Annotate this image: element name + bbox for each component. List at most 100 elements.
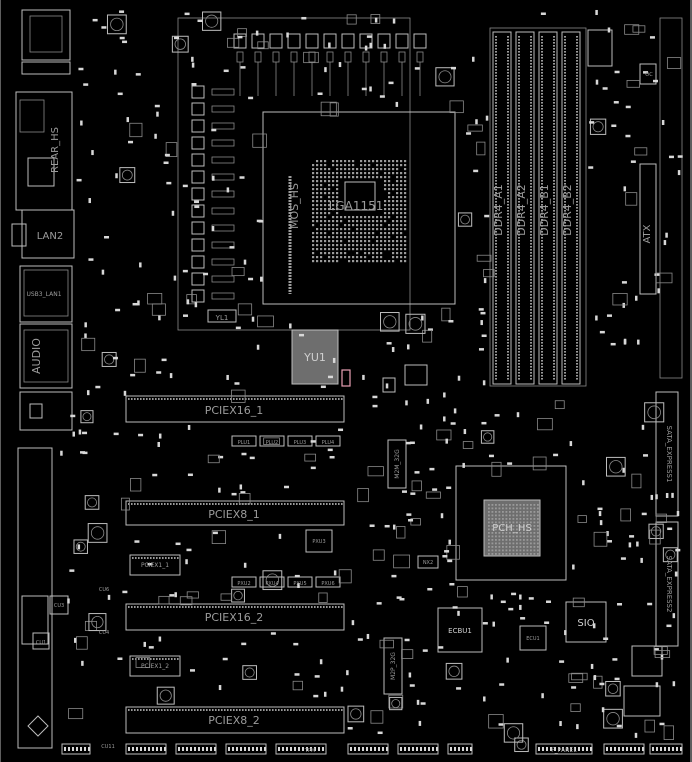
audio-jack — [19, 323, 73, 389]
usb-port — [19, 265, 73, 323]
pcie8-slot-1 — [125, 500, 345, 526]
cu3-chip — [49, 595, 69, 615]
label-nx2: NX2 — [423, 560, 433, 566]
dimm-pins — [495, 36, 578, 380]
label-crystal: YL1 — [215, 314, 229, 322]
label-cpu-socket: LGA1151 — [329, 199, 384, 213]
pcie8-slot-2 — [125, 706, 345, 734]
dimm-slot-a2 — [515, 31, 535, 385]
cpu-socket-outline — [262, 111, 456, 305]
switch-chip-row2 — [315, 576, 341, 588]
vrm-inductors-left — [191, 85, 235, 303]
label-oc: OC — [645, 72, 653, 78]
pcie1-slot-2 — [129, 655, 181, 677]
label-cu3: CU3 — [54, 603, 64, 609]
label-f-panel: F_PANEL — [551, 747, 577, 754]
sata-express-1 — [655, 391, 679, 517]
m2p-slot — [383, 637, 403, 695]
pch-area — [417, 465, 607, 653]
switch-chip-row2 — [259, 576, 285, 588]
switch-label-row2: PXU2 — [237, 581, 250, 587]
label-m2p: M2P_32G — [390, 652, 397, 680]
switch-chip-row1 — [315, 435, 341, 447]
audio-region — [17, 447, 69, 749]
m2-slots — [383, 439, 407, 695]
bottom-headers — [61, 743, 683, 755]
label-m2m: M2M_32G — [394, 449, 401, 479]
switch-label-row1: PLU4 — [322, 440, 334, 446]
label-ddr4-b2: DDR4_B2 — [561, 184, 574, 236]
pcie16-slot-1 — [125, 395, 345, 423]
dimm-slot-a1 — [492, 31, 512, 385]
switch-label-row2: PXU4 — [265, 581, 278, 587]
label-pxu3: PXU3 — [312, 539, 325, 545]
switch-label-row1: PLU1 — [238, 440, 250, 446]
sata-express-2 — [655, 521, 679, 647]
label-ddr4-a1: DDR4_A1 — [492, 184, 505, 236]
label-vrm-heatsink: MOS_HS — [288, 183, 301, 229]
ecbu1-chip — [437, 607, 483, 653]
pxu3-chip — [305, 529, 333, 553]
passive-components — [60, 9, 683, 753]
vrm-inductors-top — [233, 33, 427, 96]
cpu-area — [177, 17, 456, 393]
atx-connector — [639, 163, 657, 295]
label-pcie8-1: PCIEX8_1 — [208, 508, 260, 521]
switch-chip-row2 — [287, 576, 313, 588]
label-ecbu1: ECBU1 — [448, 627, 472, 635]
dimm-slot-b1 — [538, 31, 558, 385]
mounting-marker — [27, 715, 49, 737]
cu1-chip — [32, 632, 50, 650]
label-cu1: CU1 — [36, 640, 46, 646]
label-audio: AUDIO — [30, 338, 43, 374]
switch-chip-row1 — [259, 435, 285, 447]
pcie-switch-row-2 — [231, 576, 341, 588]
label-pcie8-2: PCIEX8_2 — [208, 714, 260, 727]
switch-chip-row1 — [231, 435, 257, 447]
label-pcie16-1: PCIEX16_1 — [205, 404, 264, 417]
pcie-pins — [128, 398, 343, 711]
label-pcie1-2: PCIEX1_2 — [141, 663, 169, 670]
switch-label-row2: PXU6 — [321, 581, 334, 587]
lan-port — [21, 209, 75, 259]
label-cu11: CU11 — [101, 744, 115, 750]
labels: LGA1151 MOS_HS YL1 YU1 REAR_HS LAN2 USB3… — [26, 72, 673, 754]
sio-chip — [565, 601, 607, 643]
cpu-socket-pins — [312, 160, 407, 263]
switch-label-row2: PXU5 — [293, 581, 306, 587]
chip-yu1 — [291, 329, 339, 385]
rear-io — [11, 9, 75, 431]
pch-pins — [488, 504, 539, 555]
label-lan: LAN2 — [37, 231, 63, 242]
crystal — [207, 309, 237, 323]
label-atx: ATX — [642, 224, 653, 243]
label-sio: SIO — [577, 618, 594, 629]
dimm-slot-b2 — [561, 31, 581, 385]
pcie1-slot-1 — [129, 554, 181, 576]
switch-chip-row2 — [231, 576, 257, 588]
dimm-area — [489, 17, 683, 387]
pch-outline — [455, 465, 567, 581]
label-rear-hs: REAR_HS — [50, 127, 61, 173]
ecu1-chip — [519, 625, 547, 651]
ps2-connector — [21, 9, 71, 61]
label-ddr4-b1: DDR4_B1 — [538, 184, 551, 236]
label-usb: USB3_LAN1 — [26, 291, 61, 298]
sata-area — [623, 391, 679, 717]
label-cu6: CU6 — [99, 587, 109, 593]
pcie-slots — [125, 395, 345, 734]
label-sata-express-1: SATA_EXPRESS1 — [665, 426, 673, 483]
pcie-switch-row-1 — [231, 435, 341, 447]
switch-label-row1: PLU3 — [294, 440, 306, 446]
label-pcie16-2: PCIEX16_2 — [205, 611, 264, 624]
label-ddr4-a2: DDR4_A2 — [515, 184, 528, 236]
label-pcie1-1: PCIEX1_1 — [141, 562, 169, 569]
label-sata-express-2: SATA_EXPRESS2 — [665, 556, 673, 613]
label-ecu1: ECU1 — [526, 636, 540, 642]
label-pch: PCH_HS — [492, 523, 531, 534]
switch-label-row1: PLU2 — [266, 440, 278, 446]
